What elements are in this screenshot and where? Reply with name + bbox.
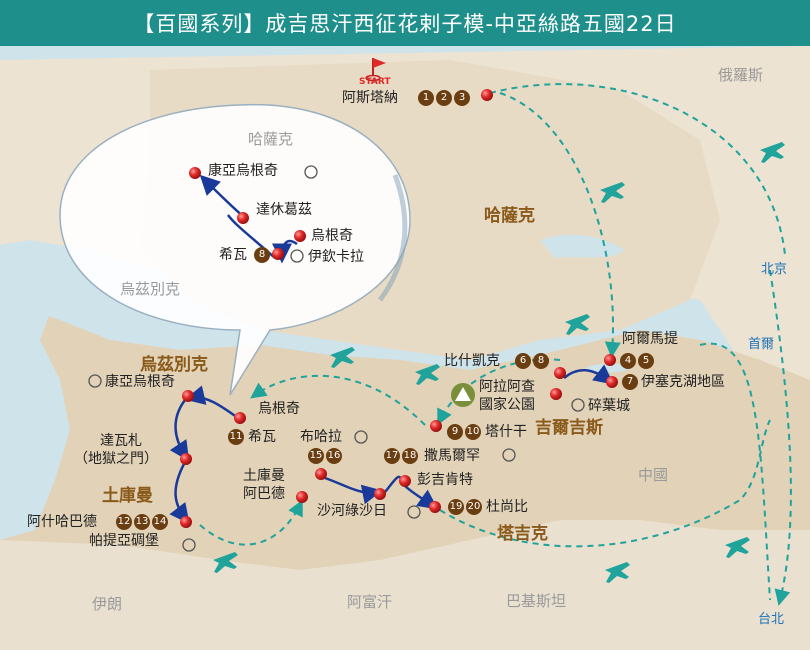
- stop-samarkand: 撒馬爾罕: [424, 448, 480, 464]
- country-uzbekistan: 烏茲別克: [140, 355, 208, 375]
- day-badge: 5: [638, 353, 654, 369]
- day-badge: 3: [454, 90, 470, 106]
- day-badge: 16: [326, 448, 342, 464]
- stop-turkmenabat-2: 阿巴德: [243, 486, 285, 502]
- stop-khiva: 希瓦: [248, 429, 276, 445]
- stop-penjikent: 彭吉肯特: [417, 472, 473, 488]
- day-badge: 9: [447, 424, 463, 440]
- stop-burana: 碎葉城: [588, 398, 630, 414]
- stop-ala-archa-2: 國家公園: [479, 397, 535, 413]
- day-badge: 2: [436, 90, 452, 106]
- stop-darvaza: 達瓦札: [100, 433, 142, 449]
- day-badge: 19: [448, 499, 464, 515]
- day-badge: 10: [465, 424, 481, 440]
- inset-stop-urgench: 烏根奇: [311, 228, 353, 244]
- city-beijing: 北京: [761, 262, 788, 277]
- inset-country-kazakhstan: 哈薩克: [248, 130, 294, 148]
- stop-darvaza-2: （地獄之門）: [74, 451, 158, 467]
- plane-icon: [600, 182, 625, 203]
- caspian-sea: [0, 250, 70, 540]
- day-badge: 13: [134, 514, 150, 530]
- heritage-icon: [290, 249, 304, 263]
- country-afghanistan: 阿富汗: [347, 593, 393, 611]
- land-south: [0, 520, 810, 650]
- country-turkmenistan: 土庫曼: [102, 486, 153, 506]
- stop-bukhara: 布哈拉: [300, 429, 342, 445]
- country-iran: 伊朗: [92, 595, 123, 613]
- heritage-icon: [354, 430, 368, 444]
- heritage-icon: [571, 398, 585, 412]
- land-routes: [169, 364, 614, 524]
- stop-konye-urgench: 康亞烏根奇: [105, 374, 175, 390]
- day-badge: 4: [620, 353, 636, 369]
- page-title: 【百國系列】成吉思汗西征花剌子模-中亞絲路五國22日: [133, 12, 677, 36]
- inset-country-uzbekistan: 烏茲別克: [120, 280, 181, 298]
- stop-ala-archa: 阿拉阿查: [479, 379, 535, 395]
- stop-almaty: 阿爾馬提: [622, 331, 678, 347]
- country-russia: 俄羅斯: [718, 66, 764, 84]
- stop-ashgabat: 阿什哈巴德: [27, 514, 97, 530]
- city-seoul: 首爾: [748, 337, 775, 352]
- plane-icon: [415, 364, 440, 385]
- day-badge: 7: [622, 374, 638, 390]
- header-bar: 【百國系列】成吉思汗西征花剌子模-中亞絲路五國22日: [0, 0, 810, 46]
- stop-turkmenabat: 土庫曼: [243, 468, 285, 484]
- day-badge: 14: [152, 514, 168, 530]
- plane-icon: [213, 552, 238, 573]
- city-taipei: 台北: [758, 612, 785, 627]
- day-badge: 17: [384, 448, 400, 464]
- heritage-icon: [407, 505, 421, 519]
- plane-icons: [213, 142, 785, 583]
- start-flag-icon: [365, 58, 386, 82]
- plane-icon: [330, 347, 355, 368]
- pins: [180, 89, 618, 528]
- national-park-icon: [451, 383, 475, 407]
- stop-issyk-kul: 伊塞克湖地區: [641, 374, 725, 390]
- plane-icon: [760, 142, 785, 163]
- inset-shadow: [377, 174, 408, 302]
- heritage-icon: [182, 538, 196, 552]
- stop-urgench: 烏根奇: [258, 401, 300, 417]
- day-badge: 8: [533, 353, 549, 369]
- plane-icon: [725, 537, 750, 558]
- day-badge: 8: [254, 247, 270, 263]
- day-badge: 15: [308, 448, 324, 464]
- inset-stop-konye-urgench: 康亞烏根奇: [208, 163, 278, 179]
- day-badge: 20: [466, 499, 482, 515]
- inset-bubble: [59, 103, 411, 396]
- heritage-icon: [502, 448, 516, 462]
- heritage-icon: [304, 165, 318, 179]
- plane-icon: [605, 562, 630, 583]
- day-badge: 18: [402, 448, 418, 464]
- country-kazakhstan: 哈薩克: [484, 206, 535, 226]
- flight-routes: [199, 83, 792, 606]
- day-badge: 11: [228, 429, 244, 445]
- day-badge: 1: [418, 90, 434, 106]
- plane-icon: [565, 314, 590, 335]
- stop-nisa: 帕提亞碉堡: [89, 533, 159, 549]
- country-tajikistan: 塔吉克: [497, 524, 548, 544]
- stop-dushanbe: 杜尚比: [486, 499, 528, 515]
- inset-stop-ichan-kala: 伊欽卡拉: [308, 249, 364, 265]
- country-pakistan: 巴基斯坦: [506, 592, 567, 610]
- start-label: START: [359, 77, 391, 87]
- stop-astana: 阿斯塔納: [342, 90, 398, 106]
- country-china: 中國: [638, 466, 669, 484]
- day-badge: 6: [515, 353, 531, 369]
- inset-stop-dashoguz: 達休葛茲: [256, 202, 312, 218]
- country-kyrgyzstan: 吉爾吉斯: [535, 418, 603, 438]
- stop-shahrisabz: 沙河綠沙日: [317, 503, 387, 519]
- stop-bishkek: 比什凱克: [444, 353, 500, 369]
- stop-tashkent: 塔什干: [485, 424, 527, 440]
- inset-stop-khiva: 希瓦: [219, 247, 247, 263]
- day-badge: 12: [116, 514, 132, 530]
- heritage-icon: [88, 374, 102, 388]
- heritage-icons: [88, 165, 585, 552]
